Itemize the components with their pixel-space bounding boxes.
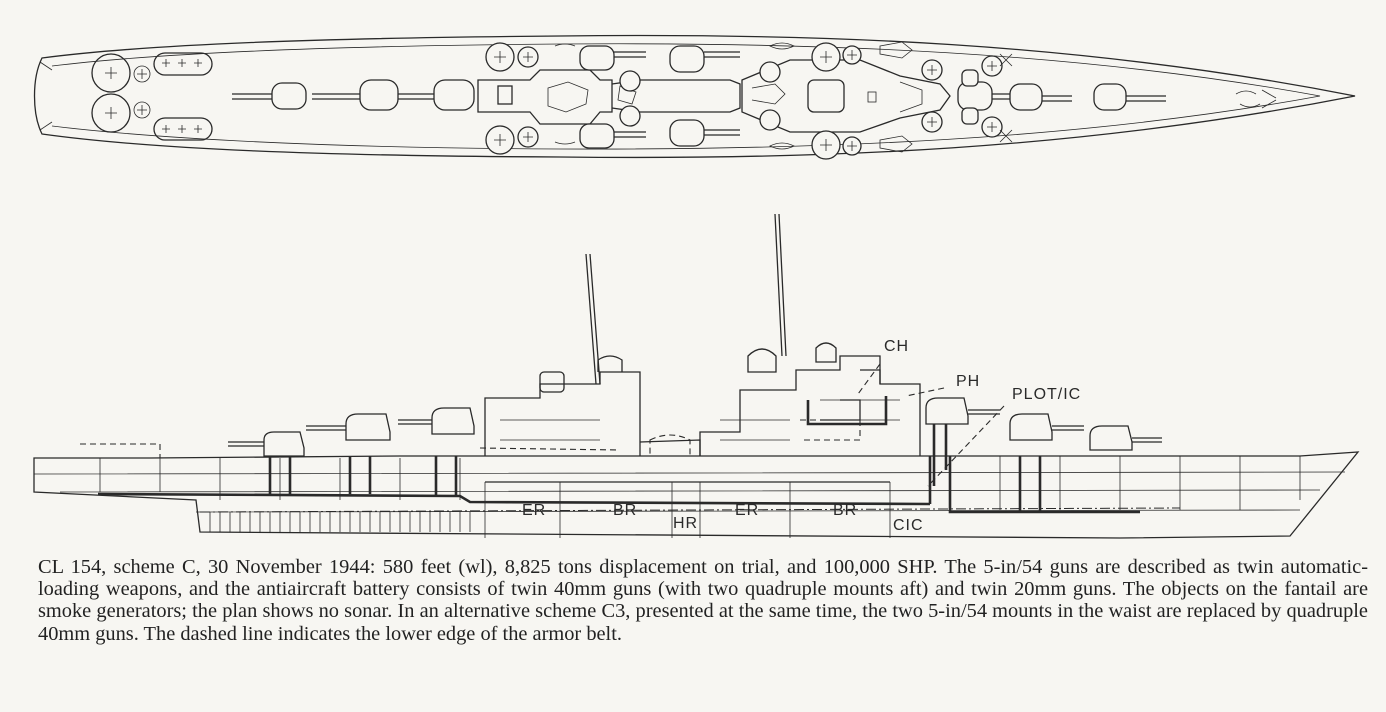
after-superstructure-plan: [477, 42, 741, 155]
ship-drawing: CH PH PLOT/IC ER BR HR ER BR CIC: [33, 34, 1360, 539]
smoke-generators: [91, 52, 213, 141]
plan-deck-line: [51, 43, 1321, 150]
label-br-2: BR: [833, 502, 857, 519]
profile-hull-outline: [33, 451, 1360, 539]
waist-mounts-plan: [669, 45, 740, 147]
bow-fittings: [1235, 89, 1277, 109]
turrets-profile: [228, 397, 1162, 486]
hull-frames: [99, 456, 1301, 510]
belt-hatching: [209, 512, 471, 532]
internal-bulkheads: [97, 456, 1140, 514]
plan-hull-outline: [33, 34, 1356, 159]
label-er-1: ER: [522, 502, 546, 519]
figure-caption: CL 154, scheme C, 30 November 1944: 580 …: [38, 556, 1368, 645]
label-ph: PH: [956, 373, 980, 390]
stern-bracket: [39, 61, 53, 131]
profile-view: [33, 213, 1360, 539]
label-hr: HR: [673, 515, 698, 532]
label-br-1: BR: [613, 502, 637, 519]
armor-belt-lower-edge: [199, 507, 1181, 513]
label-plot-ic: PLOT/IC: [1012, 386, 1081, 403]
hull-strakes: [33, 471, 1346, 513]
plan-view: [33, 34, 1356, 160]
superstructure-profile: [80, 342, 921, 458]
label-cic: CIC: [893, 517, 924, 534]
masts: [585, 213, 787, 385]
forward-turrets-plan: [957, 53, 1166, 143]
label-er-2: ER: [735, 502, 759, 519]
forward-superstructure-plan: [741, 41, 951, 160]
leader-lines: [857, 363, 1005, 487]
after-turrets-plan: [232, 79, 475, 111]
label-ch: CH: [884, 338, 909, 355]
